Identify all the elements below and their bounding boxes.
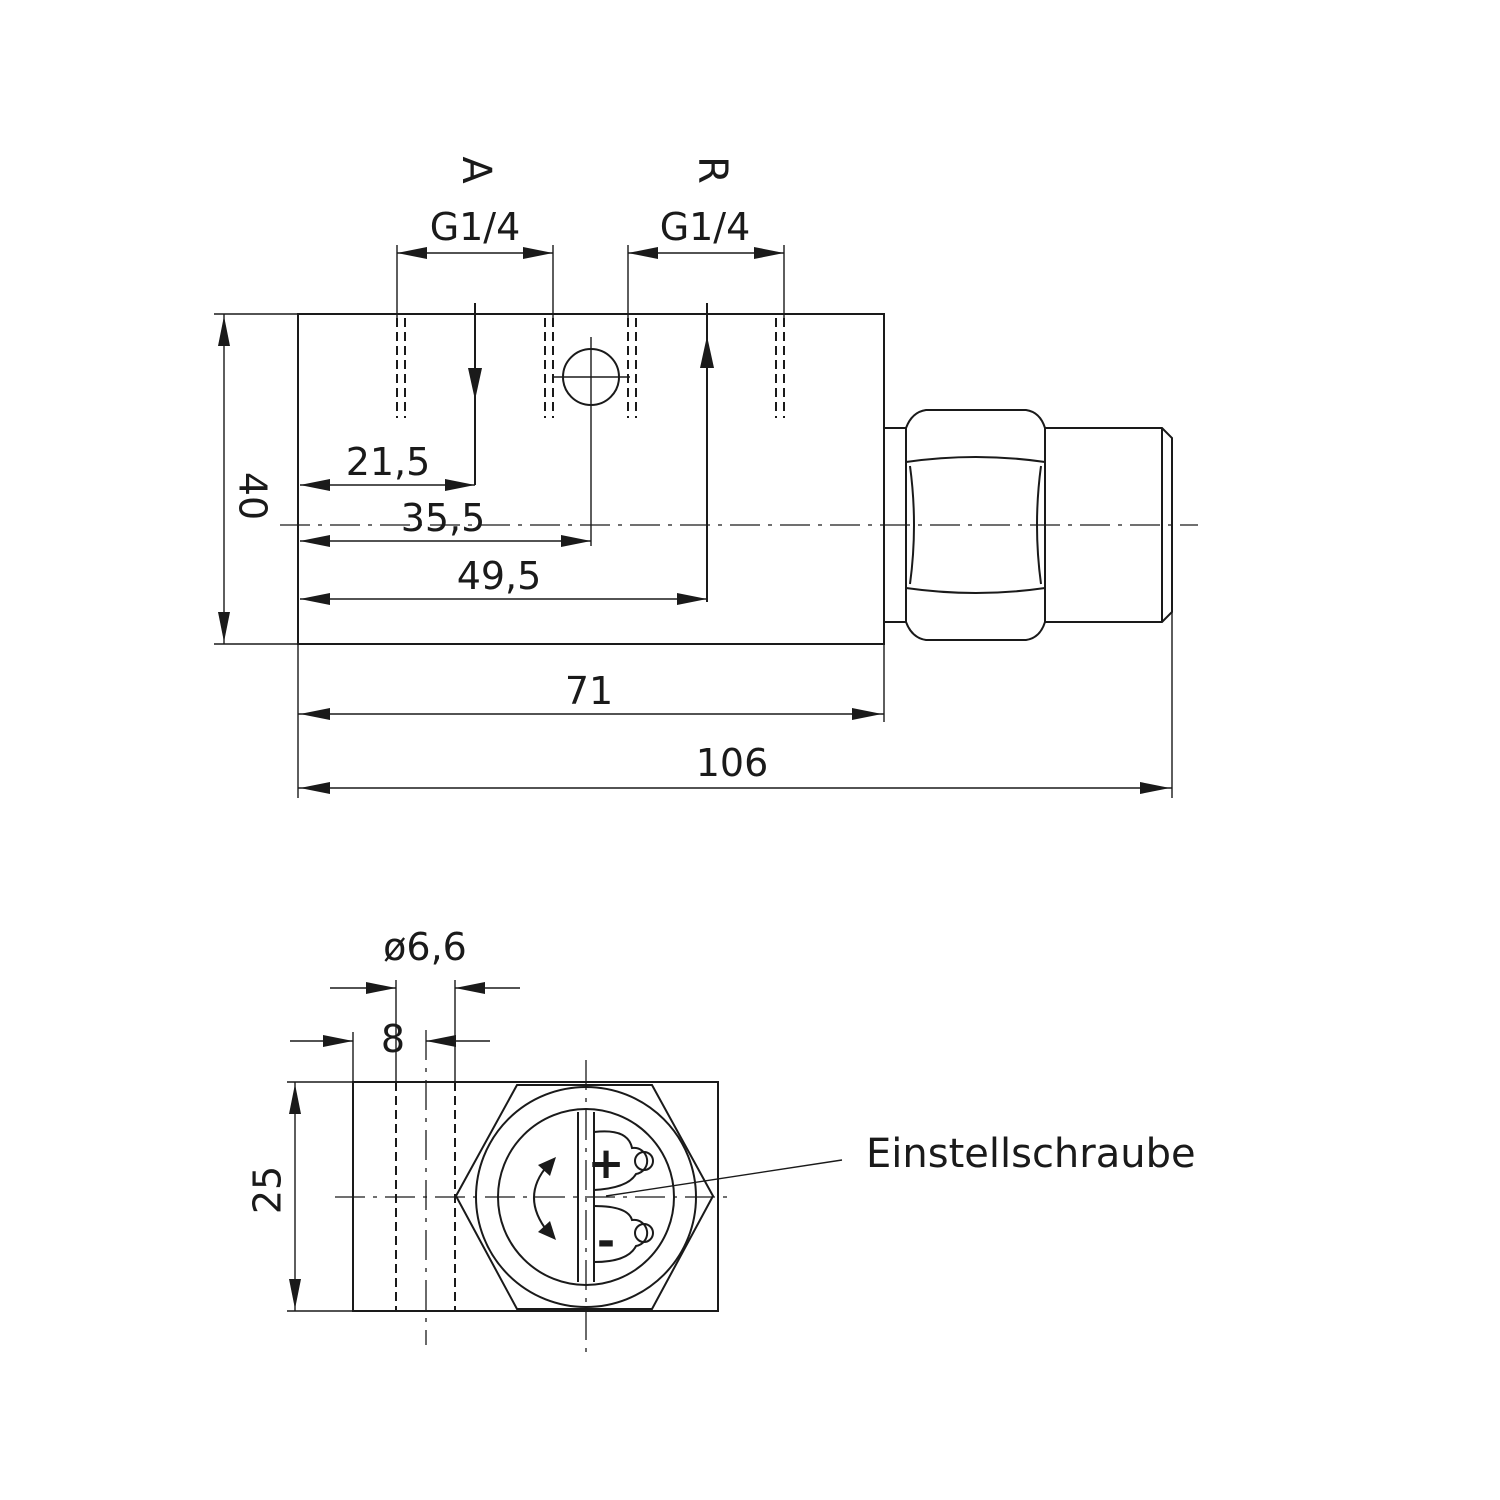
- front-height-text: 25: [246, 1166, 290, 1214]
- plus-symbol: +: [588, 1138, 625, 1189]
- port-a-position-text: 21,5: [346, 440, 431, 484]
- flow-arrow-out-r: [700, 303, 714, 602]
- hole-offset-text: 8: [381, 1017, 405, 1061]
- total-length-text: 106: [696, 741, 769, 785]
- dim-port-r-thread: G1/4: [627, 205, 785, 318]
- port-r-label: R: [689, 156, 735, 184]
- hex-nut-front: [454, 1084, 715, 1310]
- dim-hole-offset: 8: [290, 1017, 490, 1082]
- port-a-thread-text: G1/4: [430, 205, 521, 249]
- dim-total-length: 106: [298, 612, 1173, 798]
- dim-port-a-position: 21,5: [300, 440, 475, 491]
- adjust-screw-leader: [605, 1159, 843, 1197]
- hex-nut-side: [905, 409, 1046, 641]
- port-r-hidden-lines: [627, 318, 785, 418]
- rotation-arrow-icon: [533, 1157, 556, 1240]
- front-view: + - Einstellschraube ø6,6 8: [246, 925, 1196, 1358]
- body-length-text: 71: [565, 669, 613, 713]
- hole-diameter-text: ø6,6: [383, 925, 467, 969]
- dim-port-a-thread: G1/4: [396, 205, 554, 318]
- dim-front-height: 25: [246, 1081, 353, 1312]
- port-a-hidden-lines: [396, 318, 554, 418]
- flow-arrow-in-a: [468, 303, 482, 485]
- height-40-text: 40: [231, 472, 275, 520]
- dim-body-length: 71: [297, 622, 885, 798]
- side-view: A R G1/4 G1/4 40: [214, 156, 1198, 798]
- port-a-label: A: [453, 156, 499, 184]
- dim-port-r-position: 49,5: [300, 554, 707, 605]
- port-r-thread-text: G1/4: [660, 205, 751, 249]
- adjust-screw-lugs: [593, 1130, 654, 1263]
- dim-height-40: 40: [214, 313, 298, 645]
- port-r-position-text: 49,5: [457, 554, 542, 598]
- dim-hole-position: 35,5: [300, 496, 591, 547]
- mounting-hole-symbol: [552, 337, 630, 546]
- minus-symbol: -: [597, 1216, 615, 1267]
- hole-position-text: 35,5: [401, 496, 486, 540]
- dim-hole-diameter: ø6,6: [330, 925, 520, 1082]
- adjust-screw-label: Einstellschraube: [866, 1131, 1196, 1177]
